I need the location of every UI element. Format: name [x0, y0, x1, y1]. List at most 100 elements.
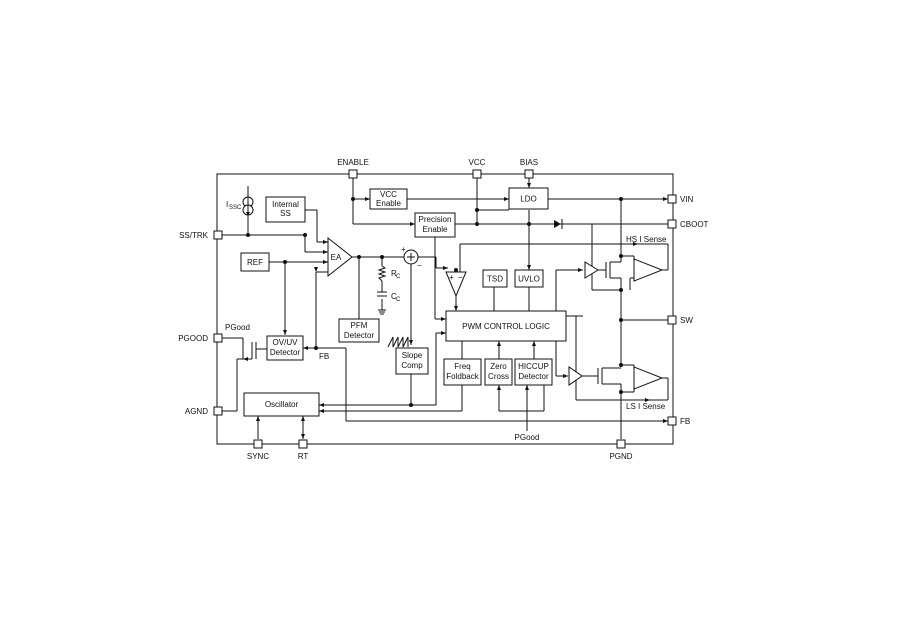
- junctions: [246, 197, 623, 407]
- ls-sense-amplifier: [633, 366, 664, 390]
- vcc-enable-block: VCC Enable: [369, 188, 408, 210]
- svg-text:LDO: LDO: [520, 195, 536, 204]
- precision-enable-block: Precision Enable: [414, 212, 456, 238]
- pin-rt: RT: [298, 439, 309, 461]
- pin-enable: ENABLE: [337, 158, 369, 179]
- pfm-detector-block: PFM Detector: [338, 318, 380, 343]
- svg-text:VIN: VIN: [680, 195, 694, 204]
- label-issc: I SSC: [226, 200, 242, 211]
- svg-text:SYNC: SYNC: [247, 452, 269, 461]
- oscillator-block: Oscillator: [243, 392, 320, 417]
- pin-vcc: VCC: [469, 158, 486, 179]
- svg-text:TSD: TSD: [487, 275, 503, 284]
- pin-vin: VIN: [667, 194, 694, 204]
- ldo-block: LDO: [508, 187, 549, 210]
- slope-ramp-waveform: [387, 336, 409, 348]
- svg-text:VCC: VCC: [380, 190, 397, 199]
- svg-text:REF: REF: [247, 258, 263, 267]
- pin-cboot: CBOOT: [667, 219, 709, 229]
- freq-foldback-block: Freq Foldback: [443, 358, 482, 386]
- svg-text:ENABLE: ENABLE: [337, 158, 369, 167]
- svg-text:Zero: Zero: [490, 362, 507, 371]
- pin-pgnd: PGND: [609, 439, 633, 461]
- svg-text:Foldback: Foldback: [446, 372, 479, 381]
- svg-text:Detector: Detector: [518, 372, 549, 381]
- svg-text:Enable: Enable: [423, 225, 448, 234]
- chip-outline: [216, 173, 674, 445]
- pwm-comparator: [445, 271, 467, 298]
- svg-text:PFM: PFM: [351, 321, 368, 330]
- svg-text:UVLO: UVLO: [518, 275, 540, 284]
- hs-driver: [584, 261, 599, 279]
- svg-text:AGND: AGND: [185, 407, 208, 416]
- svg-text:C: C: [396, 274, 401, 280]
- label-ls-i-sense: LS I Sense: [626, 402, 666, 411]
- svg-text:C: C: [391, 292, 397, 301]
- internal-ss-block: Internal SS: [265, 196, 306, 223]
- tsd-block: TSD: [482, 269, 508, 288]
- svg-text:R: R: [391, 269, 397, 278]
- svg-text:HICCUP: HICCUP: [518, 362, 549, 371]
- pin-sw: SW: [667, 315, 693, 325]
- svg-text:SSC: SSC: [229, 205, 242, 211]
- svg-text:OV/UV: OV/UV: [273, 338, 299, 347]
- svg-text:FB: FB: [680, 417, 690, 426]
- svg-text:SS/TRK: SS/TRK: [179, 231, 209, 240]
- slope-comp-block: Slope Comp: [395, 347, 429, 375]
- svg-text:I: I: [226, 200, 228, 209]
- uvlo-block: UVLO: [514, 269, 544, 288]
- svg-text:PGND: PGND: [609, 452, 632, 461]
- issc-current-source: [242, 186, 254, 216]
- label-hs-i-sense: HS I Sense: [626, 235, 667, 244]
- svg-text:C: C: [396, 297, 401, 303]
- zero-cross-block: Zero Cross: [484, 358, 513, 386]
- label-sum-minus: −: [417, 261, 422, 270]
- label-pgood-bottom: PGood: [515, 433, 540, 442]
- svg-text:SS: SS: [280, 209, 291, 218]
- hiccup-detector-block: HICCUP Detector: [514, 358, 553, 386]
- label-pgood-inner: PGood: [225, 323, 250, 332]
- svg-text:Enable: Enable: [376, 199, 401, 208]
- svg-text:CBOOT: CBOOT: [680, 220, 709, 229]
- ovuv-detector-block: OV/UV Detector: [266, 335, 304, 361]
- label-ea: EA: [331, 253, 342, 262]
- wiring: [222, 178, 669, 439]
- svg-text:Freq: Freq: [454, 362, 470, 371]
- svg-text:Slope: Slope: [402, 351, 423, 360]
- svg-text:Internal: Internal: [272, 200, 299, 209]
- label-sum-plus: +: [401, 245, 406, 254]
- pin-agnd: AGND: [185, 406, 223, 416]
- label-fb-inner: FB: [319, 352, 329, 361]
- capacitor-cc: [377, 291, 387, 297]
- error-amplifier: [327, 236, 353, 278]
- svg-text:Precision: Precision: [419, 215, 452, 224]
- label-cc: C C: [391, 292, 401, 303]
- pin-pgood: PGOOD: [178, 333, 223, 343]
- svg-text:Detector: Detector: [270, 348, 301, 357]
- svg-text:Oscillator: Oscillator: [265, 400, 299, 409]
- svg-text:PWM CONTROL LOGIC: PWM CONTROL LOGIC: [462, 322, 550, 331]
- pin-sync: SYNC: [247, 439, 269, 461]
- svg-text:SW: SW: [680, 316, 693, 325]
- label-comp-minus: −: [458, 273, 463, 282]
- arrowheads: [243, 183, 668, 439]
- svg-text:RT: RT: [298, 452, 309, 461]
- ref-block: REF: [240, 252, 270, 272]
- label-rc: R C: [391, 269, 401, 280]
- ls-driver: [568, 366, 583, 386]
- svg-text:Comp: Comp: [401, 361, 423, 370]
- cboot-diode: [554, 219, 563, 229]
- svg-text:PGOOD: PGOOD: [178, 334, 208, 343]
- hs-sense-amplifier: [633, 258, 664, 282]
- pin-bias: BIAS: [520, 158, 538, 179]
- resistor-rc: [377, 265, 387, 282]
- svg-text:Detector: Detector: [344, 331, 375, 340]
- label-comp-plus: +: [449, 273, 454, 282]
- pwm-control-logic-block: PWM CONTROL LOGIC: [445, 310, 567, 342]
- pin-fb: FB: [667, 416, 690, 426]
- svg-text:BIAS: BIAS: [520, 158, 538, 167]
- svg-text:VCC: VCC: [469, 158, 486, 167]
- pin-ss-trk: SS/TRK: [179, 230, 223, 240]
- svg-text:Cross: Cross: [488, 372, 509, 381]
